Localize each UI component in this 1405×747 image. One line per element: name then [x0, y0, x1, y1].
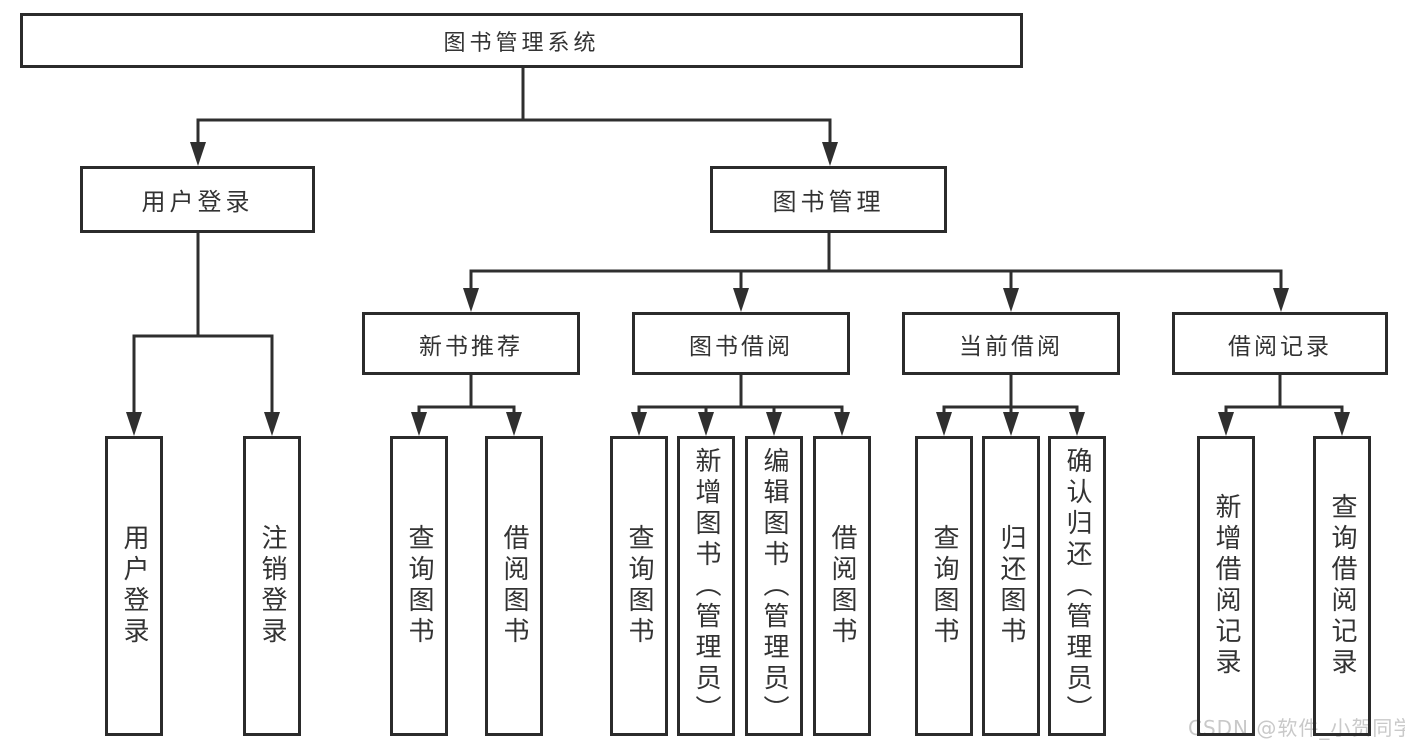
leaf-confirm-return-admin: 确认归还（管理员） [1048, 436, 1106, 736]
node-library-management-system: 图书管理系统 [20, 13, 1023, 68]
leaf-borrow-books: 借阅图书 [813, 436, 871, 736]
connector-root-to-level2 [190, 66, 838, 166]
leaf-user-login: 用户登录 [105, 436, 163, 736]
leaf-borrow-books-recommend: 借阅图书 [485, 436, 543, 736]
leaf-logout: 注销登录 [243, 436, 301, 736]
node-new-book-recommend: 新书推荐 [362, 312, 580, 375]
node-borrowing-records: 借阅记录 [1172, 312, 1388, 375]
leaf-query-books-current: 查询图书 [915, 436, 973, 736]
leaf-label: 编辑图书（管理员） [759, 446, 789, 726]
node-label: 图书管理 [772, 188, 885, 216]
connector-book-borrowing-to-leaves [631, 374, 850, 436]
connector-user-login-to-leaves [126, 231, 280, 436]
connector-new-book-recommend-to-leaves [411, 374, 522, 436]
leaf-label: 归还图书 [996, 524, 1026, 648]
leaf-label: 查询借阅记录 [1327, 493, 1357, 679]
leaf-label: 用户登录 [119, 524, 149, 648]
node-label: 新书推荐 [419, 333, 523, 360]
leaf-label: 借阅图书 [827, 524, 857, 648]
node-book-borrowing: 图书借阅 [632, 312, 850, 375]
node-book-management: 图书管理 [710, 166, 947, 233]
node-label: 图书借阅 [689, 333, 793, 360]
node-label: 当前借阅 [959, 333, 1063, 360]
leaf-label: 查询图书 [624, 524, 654, 648]
leaf-label: 借阅图书 [499, 524, 529, 648]
node-user-login: 用户登录 [80, 166, 315, 233]
leaf-label: 查询图书 [404, 524, 434, 648]
leaf-label: 确认归还（管理员） [1062, 446, 1092, 726]
leaf-query-books-recommend: 查询图书 [390, 436, 448, 736]
leaf-return-books: 归还图书 [982, 436, 1040, 736]
leaf-query-borrow-record: 查询借阅记录 [1313, 436, 1371, 736]
node-current-borrowing: 当前借阅 [902, 312, 1120, 375]
node-label: 用户登录 [141, 188, 254, 216]
leaf-label: 查询图书 [929, 524, 959, 648]
connector-current-borrowing-to-leaves [936, 374, 1085, 436]
node-label: 借阅记录 [1228, 333, 1332, 360]
connector-borrowing-records-to-leaves [1218, 374, 1350, 436]
leaf-add-books-admin: 新增图书（管理员） [677, 436, 735, 736]
leaf-label: 注销登录 [257, 524, 287, 648]
connector-book-management-to-level3 [463, 231, 1289, 312]
leaf-label: 新增借阅记录 [1211, 493, 1241, 679]
node-label: 图书管理系统 [443, 30, 600, 56]
leaf-label: 新增图书（管理员） [691, 446, 721, 726]
leaf-edit-books-admin: 编辑图书（管理员） [745, 436, 803, 736]
leaf-query-books-borrowing: 查询图书 [610, 436, 668, 736]
leaf-add-borrow-record: 新增借阅记录 [1197, 436, 1255, 736]
